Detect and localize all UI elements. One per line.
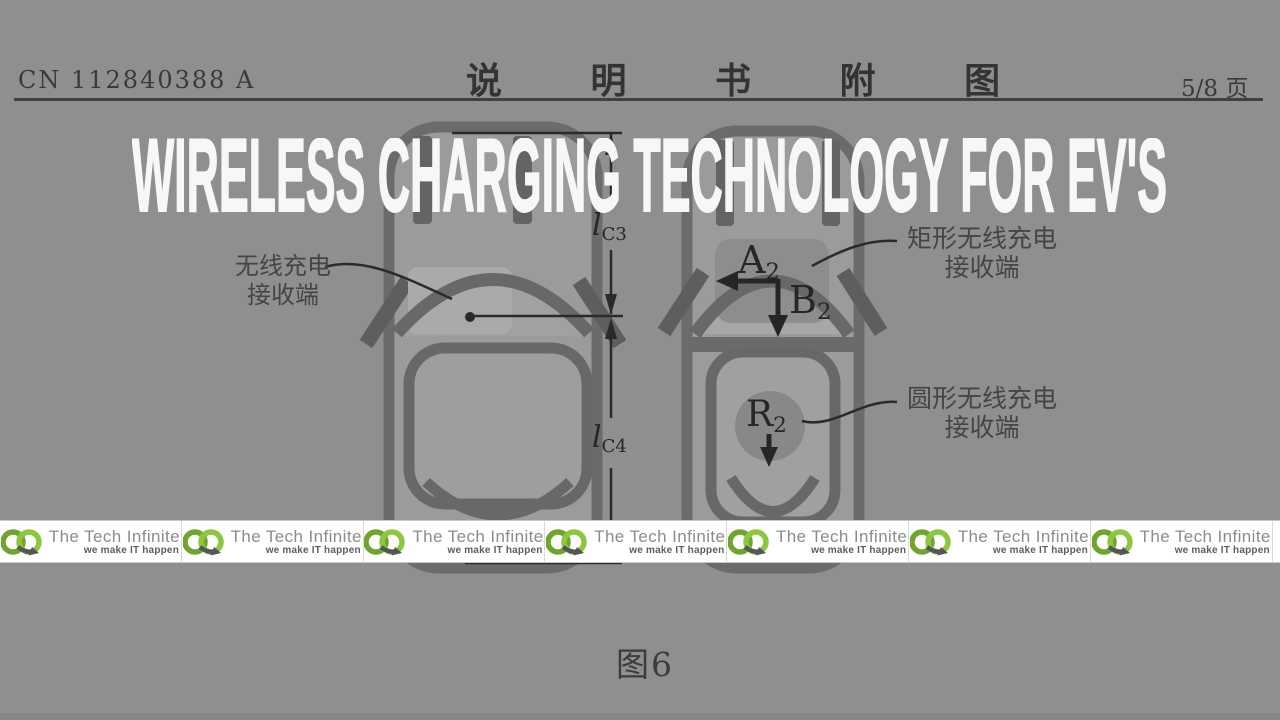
overlay-title-block: WIRELESS CHARGING TECHNOLOGY FOR EV'S <box>132 138 1168 222</box>
left-car-diagram <box>359 121 627 574</box>
brand-name: The Tech Infinite <box>230 526 362 546</box>
watermark-brand-unit: The Tech Infinite we make IT happen <box>1091 521 1273 562</box>
left-car-front-wheel-right <box>513 136 532 224</box>
brand-tagline: we make IT happen <box>447 544 543 556</box>
doc-title: 说 明 书 附 图 <box>466 60 1039 102</box>
right-car-front-wheel-right <box>822 140 840 226</box>
dim-down-arrowhead-mid <box>605 294 617 315</box>
brand-tagline: we make IT happen <box>992 544 1088 556</box>
wireless-receiver-label: 无线充电 接收端 <box>235 252 331 309</box>
dim-lc4-label: lC4 <box>592 420 627 458</box>
brand-tagline: we make IT happen <box>811 544 907 556</box>
watermark-brand-unit: The Tech Infinite we make IT happen <box>545 521 728 562</box>
a2-label: A2 <box>738 238 780 286</box>
b2-label: B2 <box>789 278 832 326</box>
brand-tagline: we make IT happen <box>265 544 361 556</box>
left-car-front-wheel-left <box>413 136 432 224</box>
r2-label: R2 <box>746 394 787 439</box>
watermark-brand-unit: The Tech Infinite we make IT happen <box>364 521 546 562</box>
tech-infinite-logo-icon <box>364 528 406 555</box>
left-receiver-leader-line <box>324 262 453 301</box>
brand-name: The Tech Infinite <box>775 526 908 546</box>
circular-receiver <box>735 391 805 461</box>
figure-caption: 图6 <box>616 645 674 684</box>
brand-name: The Tech Infinite <box>957 526 1089 546</box>
dim-lc3-label: lC3 <box>592 208 627 246</box>
watermark-banner: The Tech Infinite we make IT happen The … <box>0 520 1280 563</box>
brand-tagline: we make IT happen <box>83 544 180 556</box>
dim-up-arrowhead-top <box>605 134 617 155</box>
circle-receiver-label: 圆形无线充电 接收端 <box>906 384 1057 442</box>
left-car-rear-window-arc <box>422 477 574 521</box>
patent-number: CN 112840388 A <box>18 66 256 94</box>
left-car-roof <box>403 342 593 510</box>
rect-receiver-label: 矩形无线充电 接收端 <box>906 224 1057 282</box>
right-car-mirror-left <box>657 267 710 337</box>
watermark-brand-unit: The Tech Infinite we make IT happen <box>0 521 182 562</box>
tech-infinite-logo-icon <box>1091 528 1133 555</box>
brand-tagline: we make IT happen <box>629 544 725 556</box>
right-car-mirror-right <box>836 267 888 337</box>
receiver-offset-arrows <box>716 271 788 467</box>
a2-arrowhead <box>716 271 738 291</box>
tech-infinite-logo-icon <box>909 528 951 555</box>
brand-name: The Tech Infinite <box>1139 526 1271 546</box>
brand-name: The Tech Infinite <box>48 526 181 546</box>
page-number: 5/8 页 <box>1181 76 1249 102</box>
watermark-brand-unit: The Tech Infinite we make IT happen <box>727 521 909 562</box>
bottom-edge-strip <box>0 713 1280 720</box>
rect-receiver-leader-line <box>811 239 898 268</box>
right-car-front-wheel-left <box>716 140 734 226</box>
overlay-title: WIRELESS CHARGING TECHNOLOGY FOR EV'S <box>132 138 1167 222</box>
b2-arrowhead <box>768 315 788 337</box>
left-car-windshield-arc <box>392 273 594 338</box>
watermark-brand-unit: The Tech Infinite we make IT happen <box>909 521 1091 562</box>
r2-arrowhead <box>760 447 778 467</box>
tech-infinite-logo-icon <box>182 528 224 555</box>
left-car-mirror-left <box>359 276 414 349</box>
brand-tagline: we make IT happen <box>1174 544 1270 556</box>
watermark-brand-unit: The Tech Infinite we make IT happen <box>182 521 364 562</box>
header-rule <box>14 98 1263 101</box>
tech-infinite-logo-icon <box>546 528 587 555</box>
circle-receiver-leader-line <box>801 400 898 424</box>
right-car-rear-window-arc <box>726 475 820 517</box>
brand-name: The Tech Infinite <box>412 526 544 546</box>
brand-name: The Tech Infinite <box>594 526 726 546</box>
tech-infinite-logo-icon <box>727 528 769 555</box>
right-car-diagram <box>657 125 888 574</box>
dim-up-arrowhead-mid <box>605 318 617 339</box>
tech-infinite-logo-icon <box>0 528 42 555</box>
